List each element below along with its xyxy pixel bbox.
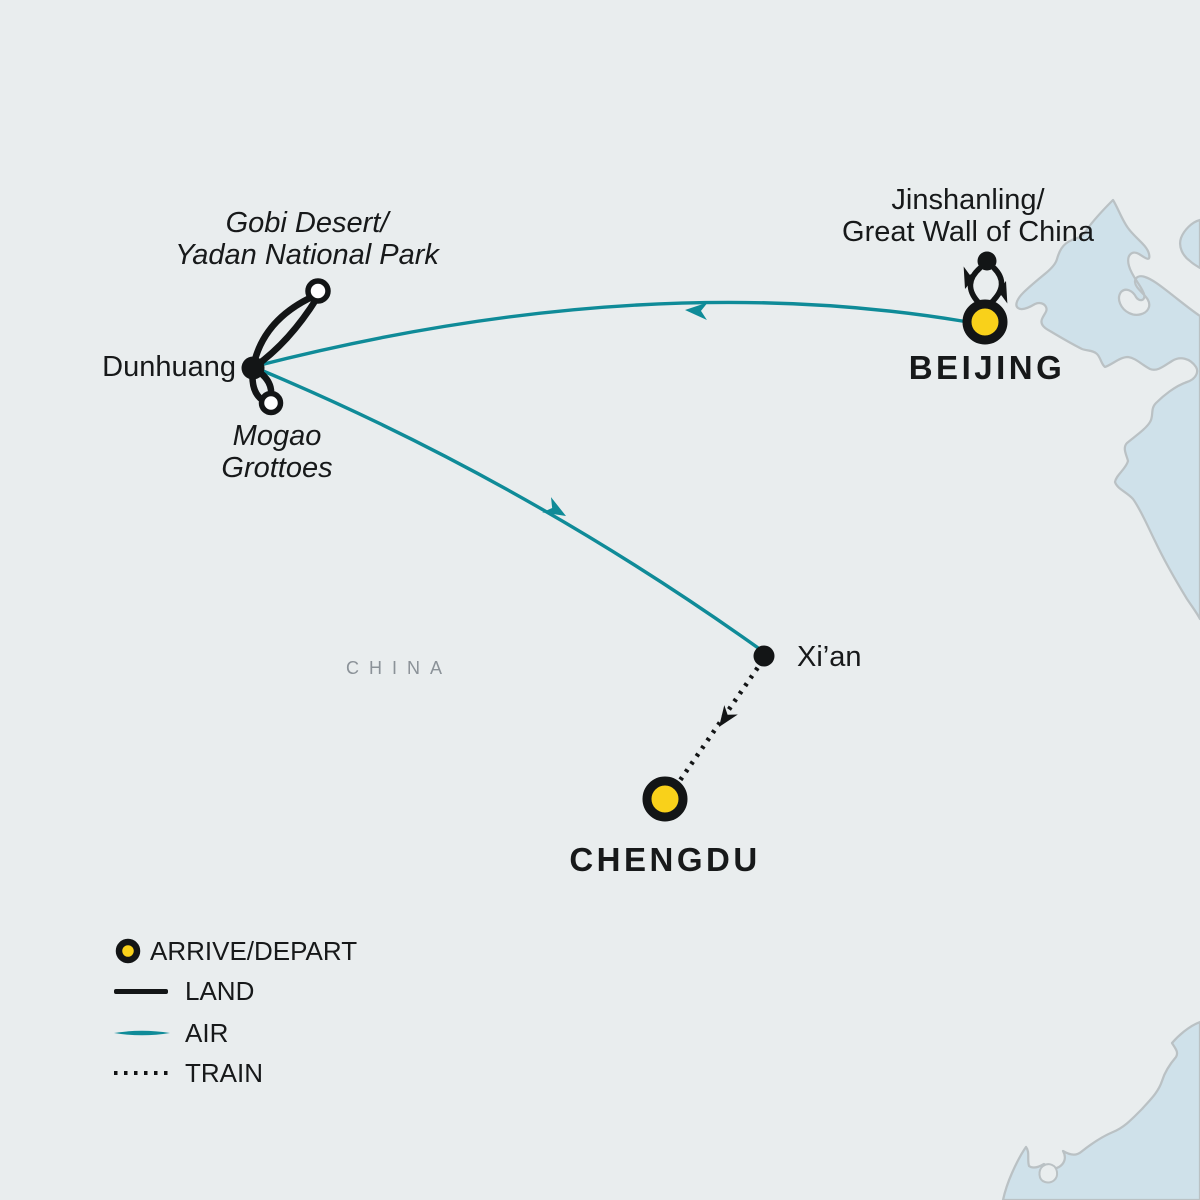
jinshanling-label-line2: Great Wall of China xyxy=(842,216,1094,248)
beijing-arrive-depart-marker xyxy=(962,299,1008,345)
land-arrow-to-beijing-icon xyxy=(963,266,980,289)
water-top-right-bay xyxy=(1179,218,1200,270)
legend-row-air: AIR xyxy=(114,1017,229,1048)
chengdu-arrive-depart-marker xyxy=(642,776,688,822)
chengdu-label: CHENGDU xyxy=(569,841,761,878)
mogao-label-line2: Grottoes xyxy=(221,452,333,484)
land-arrow-to-jinshanling-icon xyxy=(991,281,1008,304)
jinshanling-label-line1: Jinshanling/ xyxy=(891,184,1045,216)
country-label: CHINA xyxy=(345,658,453,678)
gobi-site-marker xyxy=(305,278,331,304)
air-line-icon xyxy=(114,1028,170,1038)
mogao-site-marker xyxy=(258,390,284,416)
dunhuang-dot-marker xyxy=(241,356,265,380)
legend-row-train: TRAIN xyxy=(114,1057,263,1088)
gobi-label: Gobi Desert/ Yadan National Park xyxy=(175,207,439,271)
marker-layer xyxy=(241,251,1008,822)
air-arrow-to-dunhuang-icon xyxy=(685,302,708,320)
arrive-depart-marker-icon xyxy=(115,938,141,964)
xian-dot-marker xyxy=(753,645,775,667)
mogao-label-line1: Mogao xyxy=(232,420,322,452)
dunhuang-label: Dunhuang xyxy=(102,351,236,383)
legend-air-label: AIR xyxy=(185,1017,229,1048)
jinshanling-dot-marker xyxy=(977,251,997,271)
coastline-layer xyxy=(1001,198,1200,1200)
route-land-beijing-jinshanling-back xyxy=(967,265,983,305)
legend-land-label: LAND xyxy=(185,975,255,1006)
legend-arrive-depart-label: ARRIVE/DEPART xyxy=(150,935,358,966)
train-arrow-to-chengdu-icon xyxy=(719,705,738,727)
mogao-label: Mogao Grottoes xyxy=(221,420,332,484)
land-line-icon xyxy=(114,988,170,994)
legend-row-land: LAND xyxy=(114,975,255,1006)
jinshanling-label: Jinshanling/ Great Wall of China xyxy=(842,184,1094,248)
route-air-dunhuang-xian xyxy=(254,366,763,652)
gobi-label-line1: Gobi Desert/ xyxy=(225,207,389,239)
estuary-island xyxy=(1038,1163,1059,1184)
route-train-xian-chengdu xyxy=(670,658,765,794)
legend-train-label: TRAIN xyxy=(185,1057,263,1088)
air-arrow-to-xian-icon xyxy=(542,497,566,516)
beijing-label: BEIJING xyxy=(908,349,1066,386)
legend-row-arrive-depart: ARRIVE/DEPART xyxy=(114,935,358,966)
train-line-icon xyxy=(114,1070,170,1076)
gobi-label-line2: Yadan National Park xyxy=(175,239,439,271)
water-bohai-yellow-sea xyxy=(1015,198,1200,621)
route-layer xyxy=(249,265,1008,794)
route-air-beijing-dunhuang xyxy=(254,300,964,368)
water-east-china-sea xyxy=(1001,1020,1200,1200)
route-land-beijing-jinshanling-out xyxy=(989,265,1005,305)
xian-label: Xi’an xyxy=(797,641,862,673)
